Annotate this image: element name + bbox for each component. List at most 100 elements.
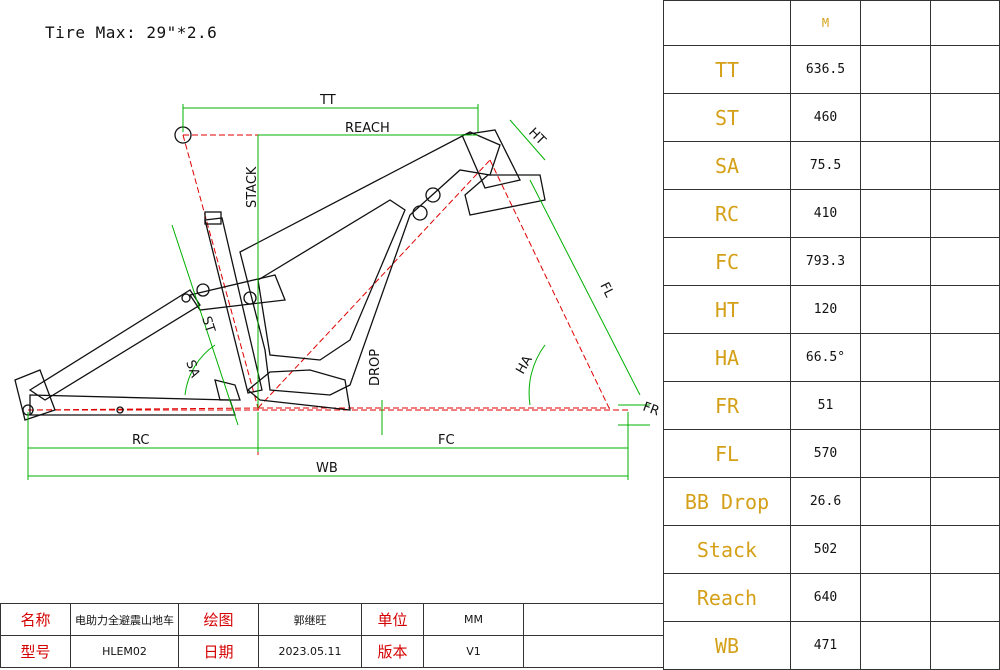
chainstay-bolt bbox=[116, 406, 124, 414]
fl-dim-line bbox=[529, 179, 641, 396]
label-ht: HT bbox=[525, 125, 548, 148]
row-empty bbox=[930, 285, 1000, 334]
row-value: 26.6 bbox=[790, 477, 861, 526]
table-row: Reach 640 bbox=[663, 573, 1000, 622]
row-empty bbox=[930, 621, 1000, 670]
geometry-header-row: M bbox=[663, 0, 1000, 46]
drawn-label: 绘图 bbox=[178, 603, 259, 636]
row-empty bbox=[860, 477, 931, 526]
row-empty bbox=[860, 621, 931, 670]
main-triangle bbox=[239, 131, 501, 396]
tire-max-note: Tire Max: 29"*2.6 bbox=[45, 23, 218, 42]
row-value: 460 bbox=[790, 93, 861, 142]
chain-stay bbox=[29, 394, 236, 416]
unit-label: 单位 bbox=[361, 603, 424, 636]
rocker-link bbox=[188, 274, 286, 311]
header-empty bbox=[663, 0, 791, 46]
label-st: ST bbox=[198, 315, 217, 335]
row-value: 640 bbox=[790, 573, 861, 622]
row-value: 471 bbox=[790, 621, 861, 670]
row-empty bbox=[930, 381, 1000, 430]
frame-geometry-drawing: TT REACH STACK HT FL ST SA DROP HA FR RC… bbox=[14, 93, 661, 480]
label-rc: RC bbox=[132, 433, 149, 448]
drawn-value: 郭继旺 bbox=[258, 603, 362, 636]
row-empty bbox=[930, 477, 1000, 526]
label-reach: REACH bbox=[345, 121, 390, 136]
main-triangle-inner bbox=[257, 199, 406, 361]
row-empty bbox=[860, 45, 931, 94]
title-block-empty bbox=[523, 635, 664, 668]
row-label: FC bbox=[663, 237, 791, 286]
row-empty bbox=[860, 429, 931, 478]
label-drop: DROP bbox=[368, 349, 383, 386]
st-dim-line bbox=[171, 224, 239, 426]
row-value: 636.5 bbox=[790, 45, 861, 94]
label-fr: FR bbox=[641, 400, 662, 420]
row-label: HA bbox=[663, 333, 791, 382]
unit-value: MM bbox=[423, 603, 524, 636]
table-row: HT 120 bbox=[663, 285, 1000, 334]
row-empty bbox=[930, 189, 1000, 238]
row-label: FR bbox=[663, 381, 791, 430]
table-row: WB 471 bbox=[663, 621, 1000, 670]
title-block-row-2: 型号 HLEM02 日期 2023.05.11 版本 V1 bbox=[0, 635, 664, 668]
table-row: TT 636.5 bbox=[663, 45, 1000, 94]
row-empty bbox=[930, 45, 1000, 94]
table-row: HA 66.5° bbox=[663, 333, 1000, 382]
row-empty bbox=[860, 141, 931, 190]
table-row: BB Drop 26.6 bbox=[663, 477, 1000, 526]
header-empty bbox=[860, 0, 931, 46]
rocker-pivot-front bbox=[196, 283, 210, 297]
label-wb: WB bbox=[316, 461, 338, 476]
head-tube bbox=[461, 129, 521, 189]
row-label: FL bbox=[663, 429, 791, 478]
row-empty bbox=[860, 573, 931, 622]
dimension-labels: TT REACH STACK HT FL ST SA DROP HA FR RC… bbox=[132, 93, 661, 476]
row-empty bbox=[860, 525, 931, 574]
geometry-table: M TT 636.5 ST 460 SA 75.5 RC 410 FC 793.… bbox=[663, 0, 1000, 670]
dimension-lines bbox=[27, 104, 650, 480]
row-empty bbox=[930, 573, 1000, 622]
rear-dropout bbox=[14, 369, 56, 421]
ht-dim-line bbox=[509, 119, 546, 161]
title-block-row-1: 名称 电助力全避震山地车 绘图 郭继旺 单位 MM bbox=[0, 603, 664, 636]
row-empty bbox=[860, 333, 931, 382]
row-empty bbox=[860, 237, 931, 286]
row-value: 570 bbox=[790, 429, 861, 478]
header-empty bbox=[930, 0, 1000, 46]
row-empty bbox=[860, 189, 931, 238]
model-value: HLEM02 bbox=[70, 635, 179, 668]
table-row: FR 51 bbox=[663, 381, 1000, 430]
row-label: RC bbox=[663, 189, 791, 238]
row-empty bbox=[930, 237, 1000, 286]
row-label: BB Drop bbox=[663, 477, 791, 526]
label-tt: TT bbox=[319, 93, 336, 108]
row-label: Reach bbox=[663, 573, 791, 622]
label-ha: HA bbox=[513, 353, 535, 377]
size-header: M bbox=[790, 0, 861, 46]
table-row: FC 793.3 bbox=[663, 237, 1000, 286]
label-fc: FC bbox=[438, 433, 455, 448]
rocker-pivot-rear bbox=[243, 291, 257, 305]
date-label: 日期 bbox=[178, 635, 259, 668]
ha-arc bbox=[528, 344, 546, 406]
seat-tube bbox=[204, 217, 263, 394]
bottle-mount-2 bbox=[412, 205, 428, 221]
version-label: 版本 bbox=[361, 635, 424, 668]
row-label: ST bbox=[663, 93, 791, 142]
name-label: 名称 bbox=[0, 603, 71, 636]
row-label: Stack bbox=[663, 525, 791, 574]
label-fl: FL bbox=[596, 280, 616, 301]
row-label: HT bbox=[663, 285, 791, 334]
bottle-mount-1 bbox=[425, 187, 441, 203]
row-label: SA bbox=[663, 141, 791, 190]
lower-headset bbox=[464, 174, 546, 216]
row-empty bbox=[860, 93, 931, 142]
frame-outline bbox=[14, 126, 546, 421]
name-value: 电助力全避震山地车 bbox=[70, 603, 179, 636]
head-tube-centerline bbox=[489, 159, 611, 411]
table-row: RC 410 bbox=[663, 189, 1000, 238]
table-row: SA 75.5 bbox=[663, 141, 1000, 190]
seat-clamp bbox=[204, 211, 222, 225]
